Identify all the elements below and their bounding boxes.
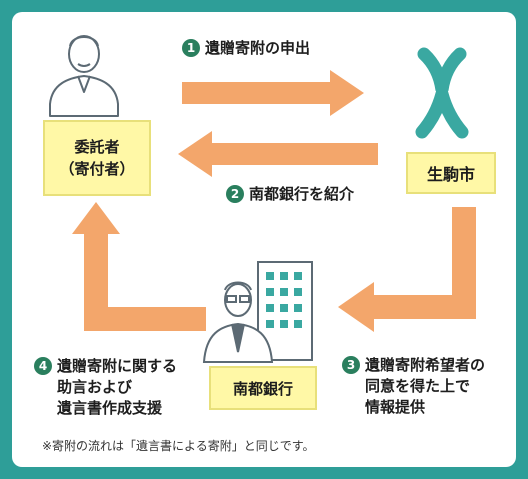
step-1-label: 1 遺贈寄附の申出 [182, 38, 310, 59]
arrow-offer [182, 70, 364, 116]
consignor-label: 委託者 [74, 138, 120, 156]
diagram-panel: 委託者 （寄付者） 生駒市 南都銀行 1 遺贈寄附の申出 2 南都銀行を紹介 3 遺贈… [12, 12, 516, 467]
step-4-label: 4 遺贈寄附に関する 助言および 遺言書作成支援 [34, 356, 177, 419]
step-2-number: 2 [226, 185, 244, 203]
step-4-text-line2: 助言および [57, 378, 133, 396]
step-3-number: 3 [342, 356, 360, 374]
consignor-sublabel: （寄付者） [59, 160, 135, 178]
step-4-number: 4 [34, 357, 52, 375]
arrow-introduce-bank [178, 131, 378, 177]
step-1-text: 遺贈寄附の申出 [205, 39, 311, 57]
city-label: 生駒市 [426, 165, 475, 184]
arrow-advice-support [72, 202, 206, 331]
banker-building-icon [202, 261, 313, 363]
step-3-text-line3: 情報提供 [365, 398, 426, 416]
arrow-provide-info [338, 207, 476, 332]
city-box: 生駒市 [406, 152, 496, 194]
consignor-box: 委託者 （寄付者） [43, 120, 151, 196]
ikoma-city-logo [415, 47, 469, 139]
step-4-text-line3: 遺言書作成支援 [57, 399, 163, 417]
footnote: ※寄附の流れは「遺言書による寄附」と同じです。 [42, 439, 315, 453]
person-icon [49, 35, 119, 117]
step-2-text: 南都銀行を紹介 [249, 185, 355, 203]
diagram-graphics [49, 35, 476, 363]
step-4-text-line1: 遺贈寄附に関する [57, 357, 178, 375]
step-2-label: 2 南都銀行を紹介 [226, 184, 354, 205]
step-3-text-line2: 同意を得た上で [365, 377, 471, 395]
step-3-text-line1: 遺贈寄附希望者の [365, 356, 486, 374]
bank-box: 南都銀行 [209, 366, 317, 410]
bank-label: 南都銀行 [232, 379, 293, 398]
step-1-number: 1 [182, 39, 200, 57]
step-3-label: 3 遺贈寄附希望者の 同意を得た上で 情報提供 [342, 355, 485, 418]
